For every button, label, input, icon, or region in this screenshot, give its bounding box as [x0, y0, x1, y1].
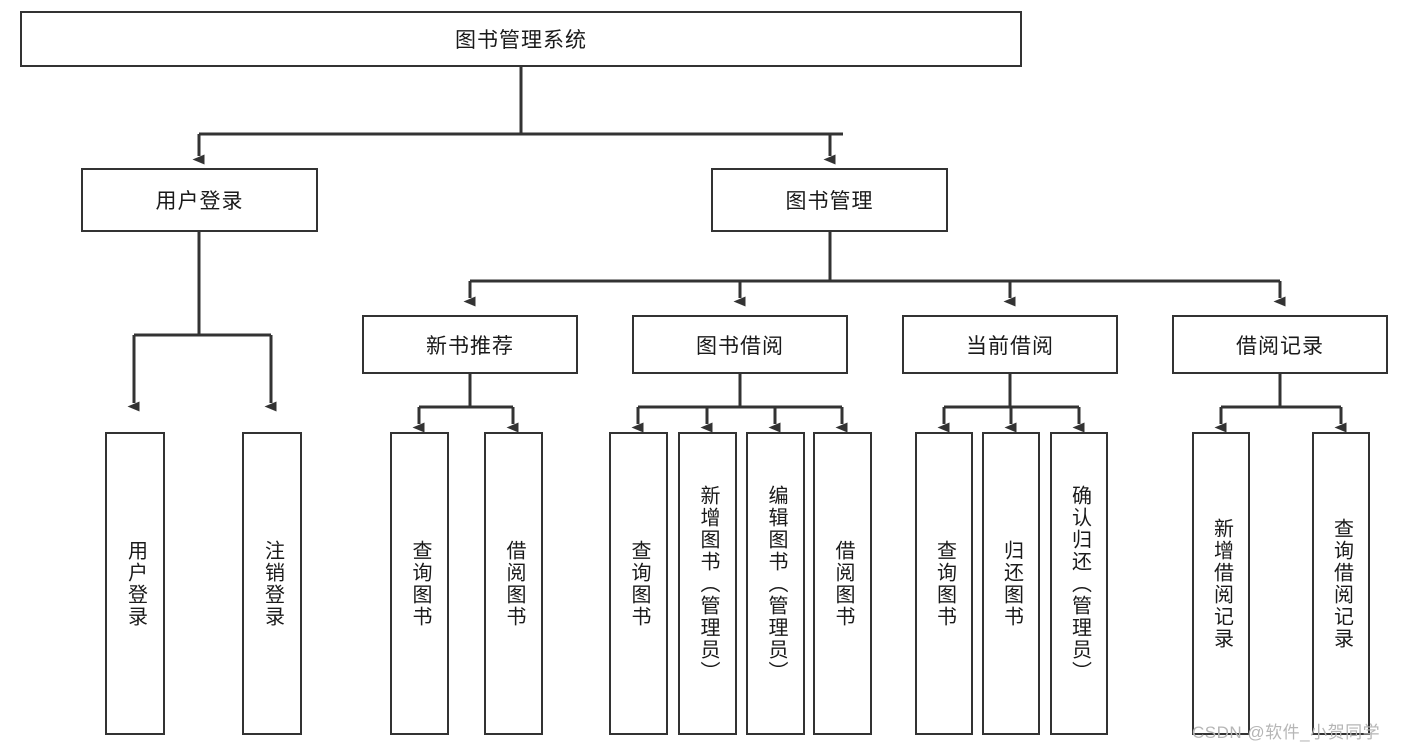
node-current-borrow[interactable]: 当前借阅 [902, 315, 1118, 374]
leaf-borrow-book-1-label: 借阅图书 [503, 539, 525, 628]
leaf-return-book-label: 归还图书 [1000, 539, 1023, 628]
leaf-logout-login[interactable]: 注销登录 [242, 432, 302, 735]
leaf-user-login[interactable]: 用户登录 [105, 432, 165, 735]
leaf-user-login-label: 用户登录 [124, 539, 147, 628]
leaf-add-book[interactable]: 新增图书（管理员） [678, 432, 737, 735]
leaf-add-record-label: 新增借阅记录 [1210, 517, 1233, 650]
leaf-query-book-2-label: 查询图书 [628, 539, 650, 628]
node-user-login-label: 用户登录 [155, 190, 244, 213]
node-book-management-label: 图书管理 [785, 190, 874, 213]
leaf-borrow-book-1[interactable]: 借阅图书 [484, 432, 543, 735]
leaf-query-record[interactable]: 查询借阅记录 [1312, 432, 1370, 735]
node-new-book-recommend[interactable]: 新书推荐 [362, 315, 578, 374]
watermark: CSDN @软件_小贺同学 [1192, 723, 1381, 742]
leaf-query-book-3-label: 查询图书 [933, 539, 956, 628]
node-new-book-recommend-label: 新书推荐 [426, 334, 514, 358]
node-current-borrow-label: 当前借阅 [966, 334, 1054, 358]
leaf-confirm-return[interactable]: 确认归还（管理员） [1050, 432, 1108, 735]
leaf-query-book-3[interactable]: 查询图书 [915, 432, 973, 735]
leaf-query-book-1-label: 查询图书 [409, 539, 431, 628]
leaf-confirm-return-label: 确认归还（管理员） [1068, 484, 1091, 683]
leaf-logout-login-label: 注销登录 [261, 539, 284, 628]
leaf-add-record[interactable]: 新增借阅记录 [1192, 432, 1250, 735]
node-root-label: 图书管理系统 [455, 29, 587, 52]
leaf-query-record-label: 查询借阅记录 [1330, 517, 1353, 650]
leaf-borrow-book-2-label: 借阅图书 [832, 539, 854, 628]
leaf-query-book-1[interactable]: 查询图书 [390, 432, 449, 735]
leaf-edit-book-label: 编辑图书（管理员） [765, 484, 787, 683]
leaf-return-book[interactable]: 归还图书 [982, 432, 1040, 735]
leaf-borrow-book-2[interactable]: 借阅图书 [813, 432, 872, 735]
leaf-query-book-2[interactable]: 查询图书 [609, 432, 668, 735]
node-book-borrow-label: 图书借阅 [696, 334, 784, 358]
node-borrow-record-label: 借阅记录 [1236, 334, 1324, 358]
node-user-login[interactable]: 用户登录 [81, 168, 318, 232]
node-book-borrow[interactable]: 图书借阅 [632, 315, 848, 374]
leaf-add-book-label: 新增图书（管理员） [697, 484, 719, 683]
leaf-edit-book[interactable]: 编辑图书（管理员） [746, 432, 805, 735]
node-root[interactable]: 图书管理系统 [20, 11, 1022, 67]
node-borrow-record[interactable]: 借阅记录 [1172, 315, 1388, 374]
node-book-management[interactable]: 图书管理 [711, 168, 948, 232]
